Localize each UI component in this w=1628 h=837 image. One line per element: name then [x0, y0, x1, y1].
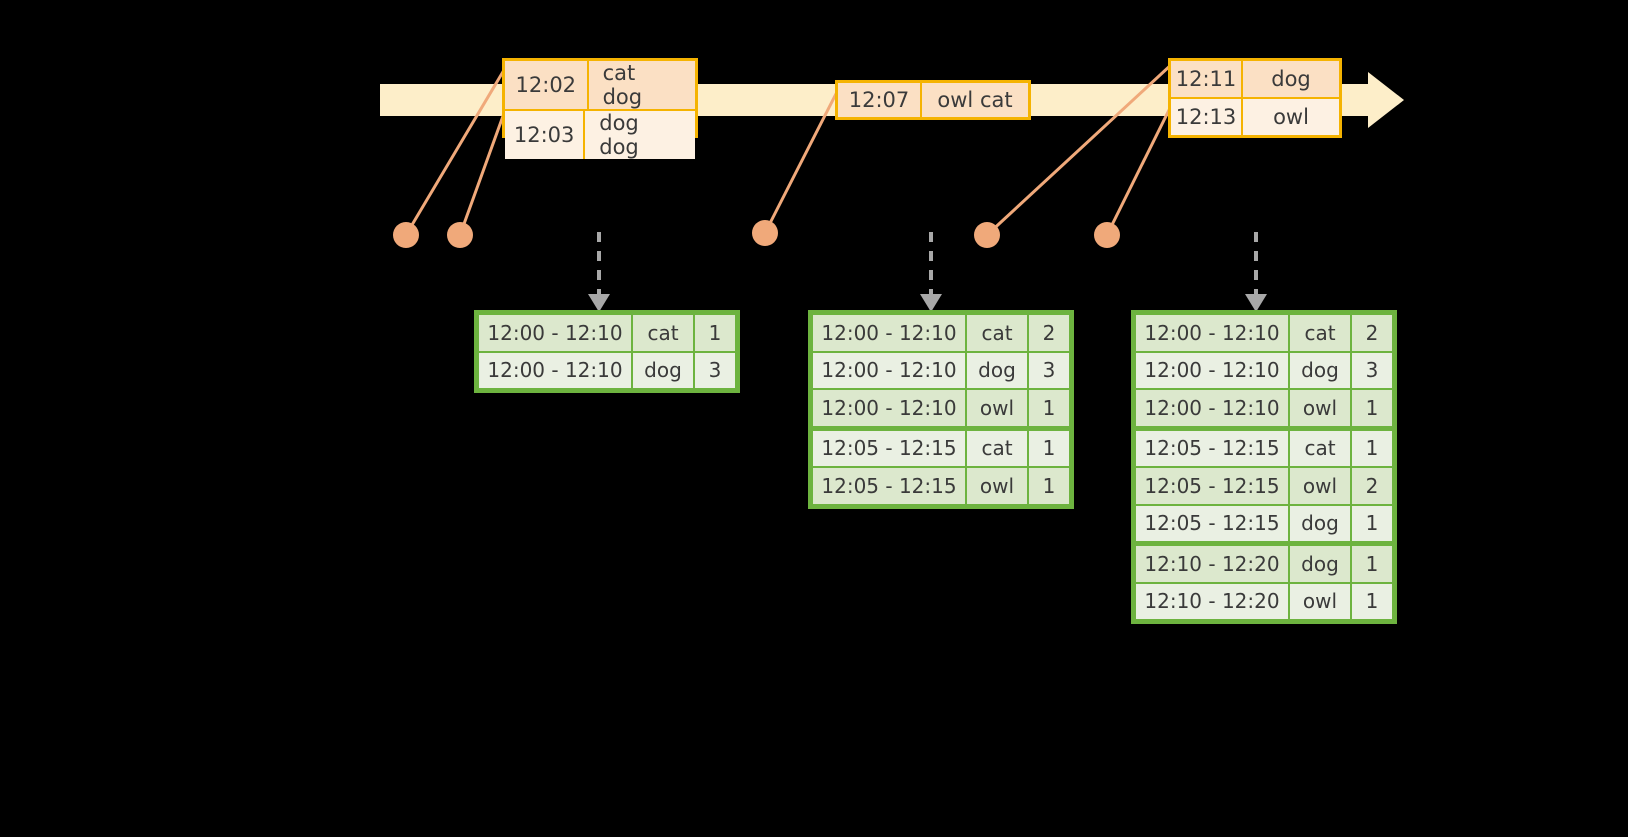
cell-window: 12:00 - 12:10	[813, 315, 965, 351]
cell-window: 12:00 - 12:10	[479, 315, 631, 351]
cell-window: 12:05 - 12:15	[1136, 505, 1288, 541]
cell-word: dog	[967, 352, 1027, 388]
event-dot-1202	[393, 222, 419, 248]
cell-word: dog	[633, 352, 693, 388]
cell-count: 1	[1352, 390, 1392, 426]
cell-count: 1	[1029, 390, 1069, 426]
cell-window: 12:00 - 12:10	[479, 352, 631, 388]
cell-window: 12:00 - 12:10	[813, 352, 965, 388]
cell-count: 1	[1352, 546, 1392, 582]
cell-window: 12:05 - 12:15	[813, 468, 965, 504]
cell-word: cat	[967, 430, 1027, 466]
cell-word: cat	[1290, 315, 1350, 351]
cell-window: 12:10 - 12:20	[1136, 546, 1288, 582]
timeline-arrowhead	[1368, 72, 1404, 128]
cell-window: 12:00 - 12:10	[1136, 352, 1288, 388]
event-time: 12:11	[1171, 61, 1243, 97]
event-time: 12:07	[838, 83, 922, 117]
event-words: dog	[1243, 61, 1339, 97]
cell-count: 1	[1352, 430, 1392, 466]
cell-word: owl	[967, 468, 1027, 504]
cell-window: 12:00 - 12:10	[1136, 390, 1288, 426]
cell-count: 3	[695, 352, 735, 388]
cell-word: owl	[1290, 468, 1350, 504]
cell-word: cat	[967, 315, 1027, 351]
event-words: owl	[1243, 99, 1339, 135]
event-words: owl cat	[922, 83, 1028, 117]
cell-word: owl	[1290, 390, 1350, 426]
cell-window: 12:05 - 12:15	[1136, 430, 1288, 466]
cell-word: owl	[967, 390, 1027, 426]
event-time: 12:13	[1171, 99, 1243, 135]
event-words: cat dog	[588, 61, 695, 109]
cell-window: 12:10 - 12:20	[1136, 583, 1288, 619]
cell-count: 3	[1352, 352, 1392, 388]
cell-count: 1	[1029, 468, 1069, 504]
cell-word: dog	[1290, 505, 1350, 541]
event-dot-1207	[752, 220, 778, 246]
cell-word: dog	[1290, 546, 1350, 582]
cell-count: 1	[695, 315, 735, 351]
event-dot-1203	[447, 222, 473, 248]
cell-word: cat	[1290, 430, 1350, 466]
cell-count: 1	[1352, 505, 1392, 541]
event-time: 12:02	[505, 61, 589, 109]
cell-window: 12:05 - 12:15	[1136, 468, 1288, 504]
event-dot-1213	[1094, 222, 1120, 248]
cell-word: cat	[633, 315, 693, 351]
cell-window: 12:00 - 12:10	[813, 390, 965, 426]
cell-word: owl	[1290, 583, 1350, 619]
cell-count: 2	[1352, 315, 1392, 351]
cell-window: 12:05 - 12:15	[813, 430, 965, 466]
cell-count: 2	[1029, 315, 1069, 351]
cell-count: 1	[1352, 583, 1392, 619]
cell-word: dog	[1290, 352, 1350, 388]
event-words: dog dog	[585, 111, 695, 159]
cell-count: 3	[1029, 352, 1069, 388]
connector-line	[458, 104, 509, 236]
cell-count: 2	[1352, 468, 1392, 504]
cell-window: 12:00 - 12:10	[1136, 315, 1288, 351]
cell-count: 1	[1029, 430, 1069, 466]
event-time: 12:03	[505, 111, 586, 159]
event-dot-1211	[974, 222, 1000, 248]
connector-line	[1105, 103, 1174, 236]
